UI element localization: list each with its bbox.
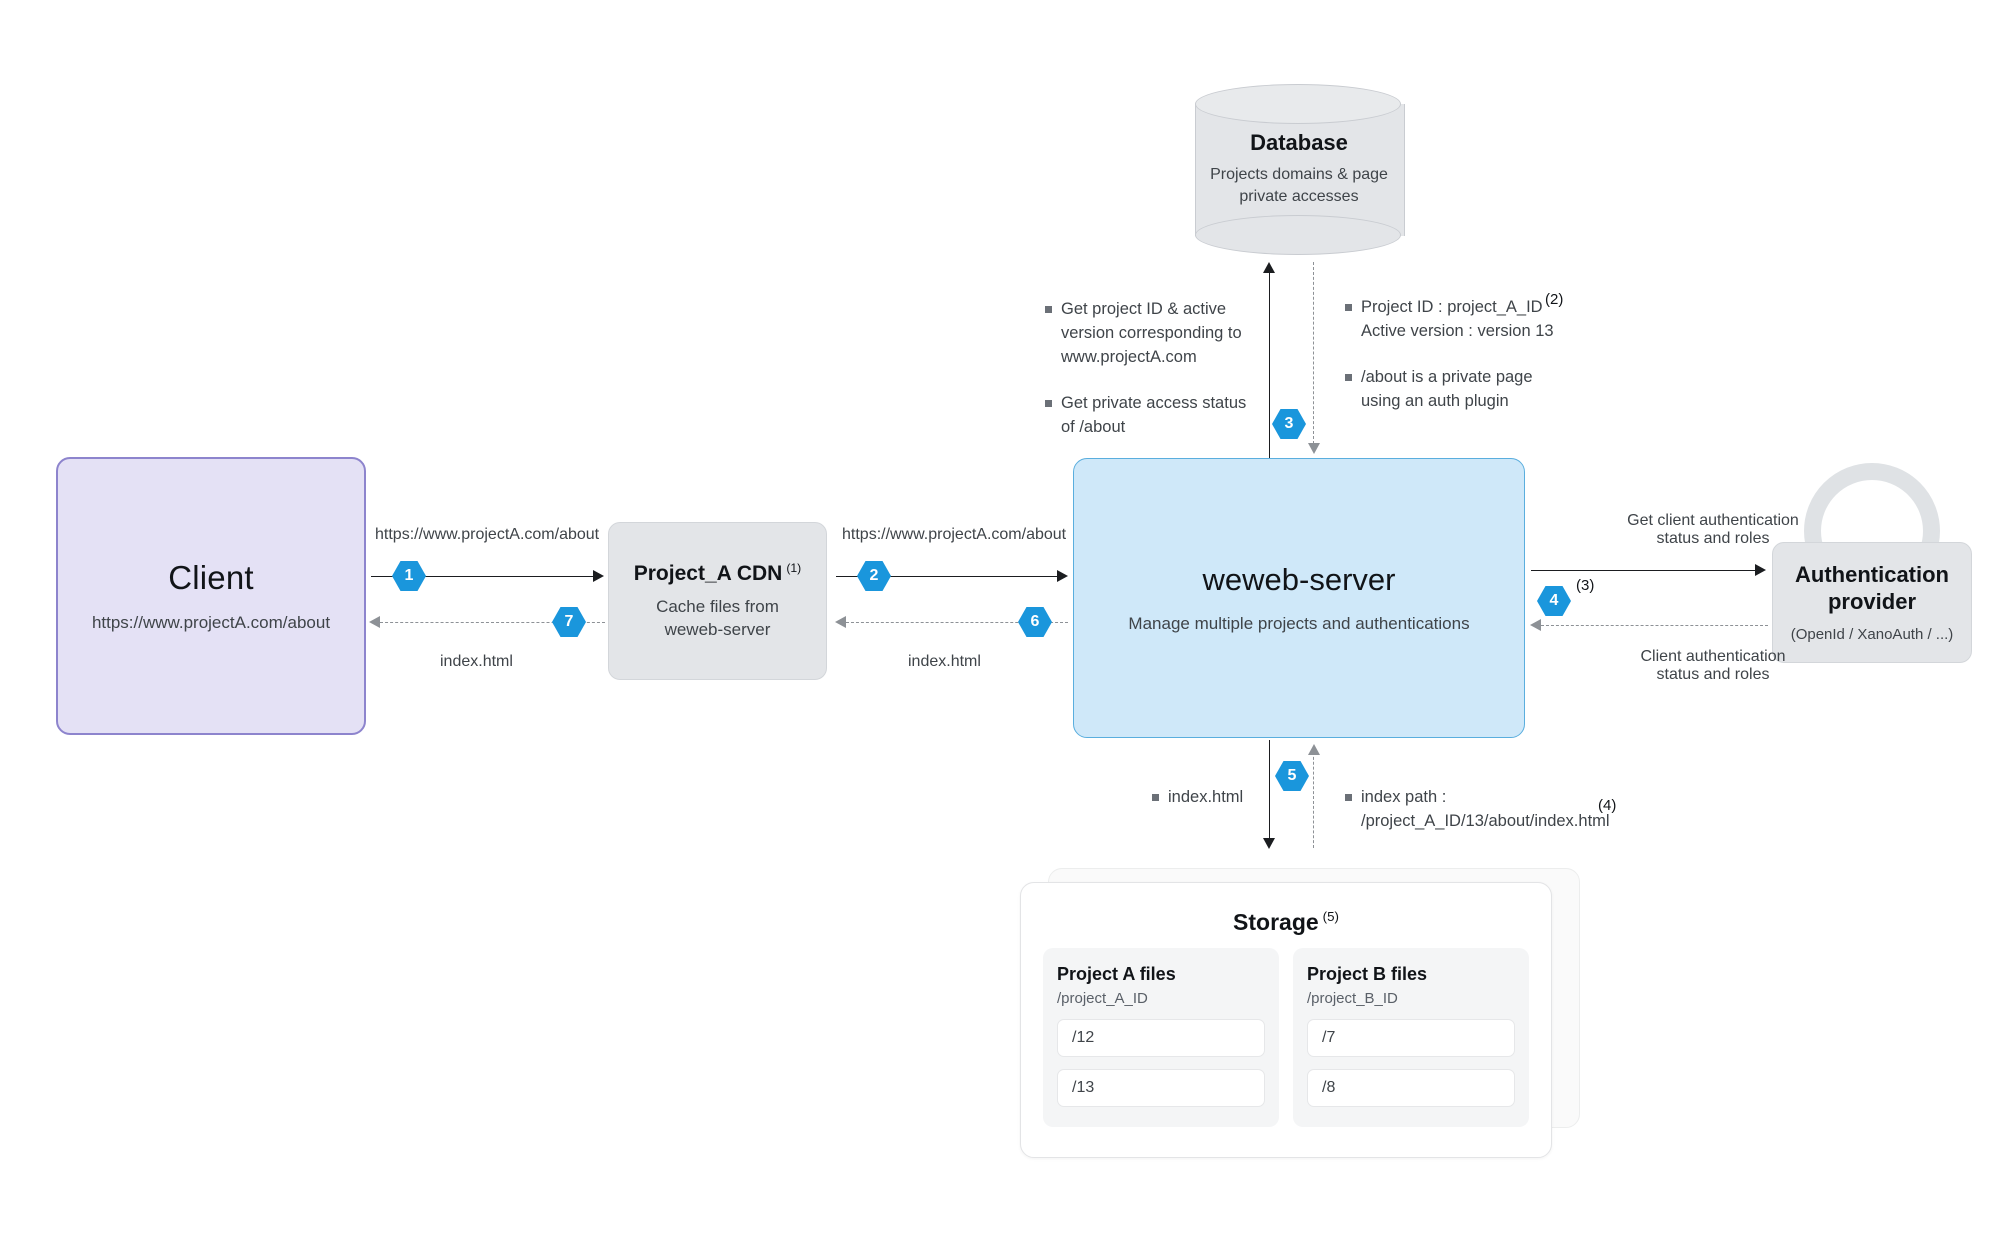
label-line2: status and roles — [1656, 666, 1770, 683]
storage-superscript: (5) — [1322, 909, 1339, 925]
note-line: Project ID : project_A_ID — [1361, 298, 1543, 316]
database-cylinder-bottom — [1195, 215, 1401, 255]
note-storage-to-server: index path : /project_A_ID/13/about/inde… — [1345, 786, 1610, 834]
storage-node: Storage(5) Project A files /project_A_ID… — [1020, 868, 1580, 1158]
database-subtitle-line2: private accesses — [1239, 187, 1359, 205]
label-cdn-to-client: index.html — [440, 653, 513, 670]
file-row[interactable]: /8 — [1307, 1069, 1515, 1107]
client-title: Client — [168, 559, 254, 596]
note-server-to-storage: index.html — [1152, 786, 1272, 810]
superscript-3: (3) — [1576, 577, 1595, 594]
note-bullet: /about is a private page using an auth p… — [1345, 366, 1575, 414]
auth-title-line1: Authentication — [1795, 562, 1949, 588]
note-bullet: Project ID : project_A_ID Active version… — [1345, 296, 1575, 344]
project-path: /project_A_ID — [1057, 990, 1148, 1007]
file-row[interactable]: /7 — [1307, 1019, 1515, 1057]
note-bullet: index.html — [1152, 786, 1272, 810]
cdn-node: Project_A CDN(1) Cache files from weweb-… — [608, 522, 827, 680]
label-server-to-auth: Get client authentication status and rol… — [1572, 512, 1854, 548]
bullet-square-icon — [1152, 794, 1159, 801]
note-line-group: /about is a private page using an auth p… — [1361, 366, 1533, 414]
note-bullet: Get private access status of /about — [1045, 392, 1260, 440]
label-line1: Client authentication — [1640, 648, 1786, 665]
label-line1: Get client authentication — [1627, 512, 1799, 529]
note-line-group: index path : /project_A_ID/13/about/inde… — [1361, 786, 1610, 834]
database-node: Database Projects domains & page private… — [1195, 84, 1405, 256]
bullet-square-icon — [1045, 399, 1052, 407]
note-line: index path : — [1361, 788, 1447, 806]
note-line: www.projectA.com — [1061, 347, 1197, 366]
note-line-group: Get private access status of /about — [1061, 392, 1246, 440]
storage-title: Storage(5) — [1021, 909, 1551, 936]
badge-6: 6 — [1018, 607, 1052, 637]
database-cylinder-top — [1195, 84, 1401, 124]
badge-3: 3 — [1272, 409, 1306, 439]
cdn-subtitle: Cache files from weweb-server — [656, 596, 779, 642]
project-path: /project_B_ID — [1307, 990, 1398, 1007]
project-name: Project A files — [1057, 964, 1176, 984]
bullet-square-icon — [1345, 373, 1352, 381]
note-line: Active version : version 13 — [1361, 321, 1554, 340]
note-line-group: Get project ID & active version correspo… — [1061, 298, 1242, 370]
bullet-square-icon — [1345, 304, 1352, 311]
badge-4: 4 — [1537, 586, 1571, 616]
database-subtitle: Projects domains & page private accesses — [1195, 164, 1403, 207]
note-database-to-server: Project ID : project_A_ID Active version… — [1345, 296, 1575, 414]
storage-columns: Project A files /project_A_ID /12 /13 Pr… — [1021, 936, 1551, 1127]
note-line: index.html — [1168, 788, 1244, 806]
database-subtitle-line1: Projects domains & page — [1210, 166, 1388, 183]
note-line: Get private access status — [1061, 393, 1247, 412]
database-title: Database — [1250, 130, 1348, 155]
cdn-subtitle-line2: weweb-server — [664, 619, 771, 639]
note-line: version corresponding to — [1061, 323, 1242, 342]
database-text: Database Projects domains & page private… — [1195, 130, 1403, 207]
bullet-square-icon — [1045, 306, 1052, 313]
label-line2: status and roles — [1656, 530, 1770, 547]
superscript-4: (4) — [1598, 797, 1617, 814]
auth-title: Authentication provider — [1795, 562, 1949, 615]
badge-7: 7 — [552, 607, 586, 637]
auth-title-line2: provider — [1827, 588, 1917, 614]
note-line: /about is a private page — [1361, 367, 1533, 386]
badge-5: 5 — [1275, 761, 1309, 791]
auth-provider-node: Authentication provider (OpenId / XanoAu… — [1772, 463, 1972, 663]
auth-subtitle: (OpenId / XanoAuth / ...) — [1790, 625, 1954, 643]
storage-card: Storage(5) Project A files /project_A_ID… — [1020, 882, 1552, 1158]
note-server-to-database: Get project ID & active version correspo… — [1045, 298, 1260, 440]
cdn-title: Project_A CDN(1) — [634, 561, 801, 586]
label-auth-to-server: Client authentication status and roles — [1572, 648, 1854, 684]
note-line: /project_A_ID/13/about/index.html — [1361, 811, 1610, 830]
file-row[interactable]: /13 — [1057, 1069, 1265, 1107]
superscript-2: (2) — [1545, 291, 1564, 308]
storage-title-text: Storage — [1233, 909, 1319, 935]
cdn-subtitle-line1: Cache files from — [656, 596, 779, 616]
label-server-to-cdn: index.html — [908, 653, 981, 670]
weweb-server-node: weweb-server Manage multiple projects an… — [1073, 458, 1525, 738]
client-node: Client https://www.projectA.com/about — [56, 457, 366, 735]
note-line: of /about — [1061, 417, 1126, 436]
cdn-superscript: (1) — [786, 560, 802, 575]
badge-2: 2 — [857, 561, 891, 591]
project-name: Project B files — [1307, 964, 1428, 984]
note-bullet: Get project ID & active version correspo… — [1045, 298, 1260, 370]
server-subtitle: Manage multiple projects and authenticat… — [1128, 614, 1470, 633]
cdn-title-text: Project_A CDN — [633, 561, 783, 585]
project-b-files-card: Project B files /project_B_ID /7 /8 — [1293, 948, 1529, 1127]
note-line: Get project ID & active — [1061, 300, 1227, 318]
bullet-square-icon — [1345, 794, 1352, 801]
padlock-body-icon: Authentication provider (OpenId / XanoAu… — [1772, 542, 1972, 663]
note-line-group: Project ID : project_A_ID Active version… — [1361, 296, 1554, 344]
file-row[interactable]: /12 — [1057, 1019, 1265, 1057]
server-title: weweb-server — [1202, 562, 1396, 597]
label-cdn-to-server: https://www.projectA.com/about — [842, 526, 1067, 543]
note-line: using an auth plugin — [1361, 391, 1509, 410]
client-subtitle: https://www.projectA.com/about — [91, 613, 331, 632]
database-cylinder-body — [1195, 104, 1405, 236]
label-client-to-cdn: https://www.projectA.com/about — [375, 526, 600, 543]
badge-1: 1 — [392, 561, 426, 591]
note-bullet: index path : /project_A_ID/13/about/inde… — [1345, 786, 1610, 834]
project-a-files-card: Project A files /project_A_ID /12 /13 — [1043, 948, 1279, 1127]
